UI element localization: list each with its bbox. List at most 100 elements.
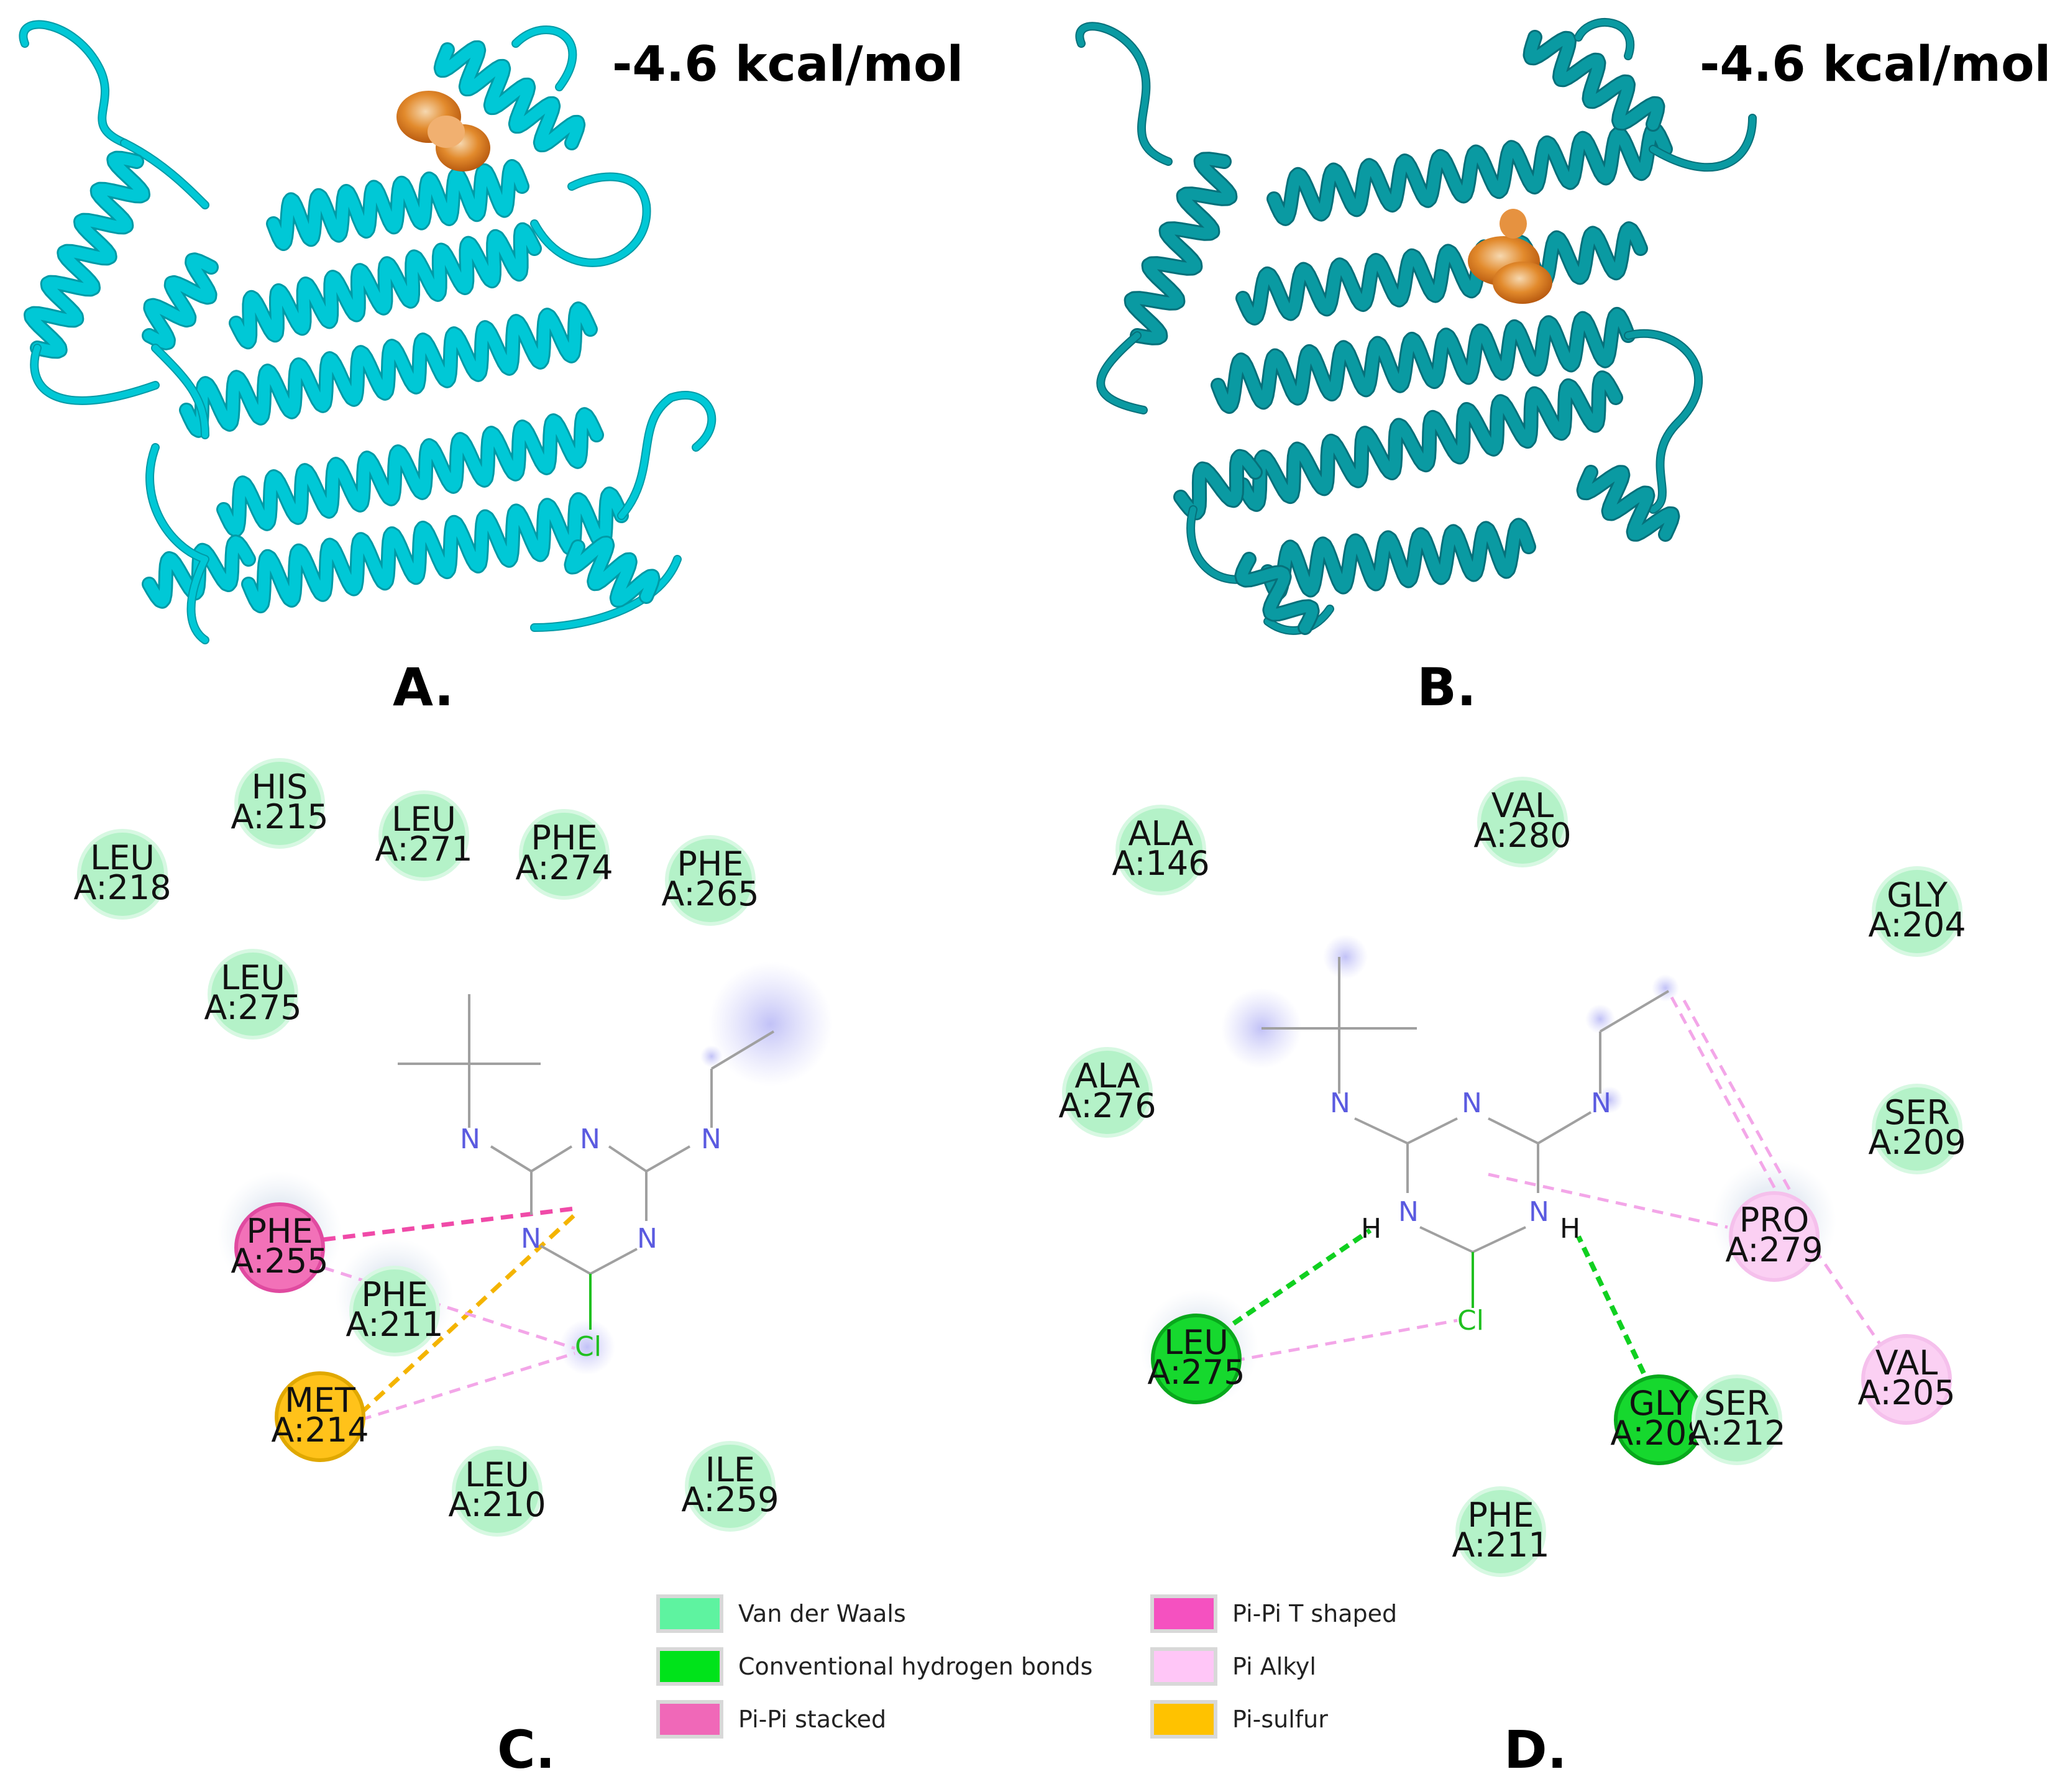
alpha-helix [1237, 223, 1646, 324]
alpha-helix [181, 303, 596, 436]
residue-name: GLY [1887, 875, 1948, 915]
legend-label: Conventional hydrogen bonds [738, 1653, 1092, 1680]
legend-swatch [1154, 1651, 1214, 1682]
chlorine-atom: Cl [1457, 1305, 1484, 1337]
coil-loop [1650, 115, 1756, 171]
ligand-surface-b [1468, 209, 1552, 304]
coil-loop [1076, 23, 1171, 165]
residue-id: A:218 [73, 868, 171, 907]
panel-a: -4.6 kcal/mol A. [19, 20, 963, 718]
residue-disc [519, 809, 610, 900]
ligand-surface-a [396, 91, 490, 171]
residue-id: A:276 [1058, 1086, 1156, 1125]
alpha-helix [1237, 372, 1621, 510]
coil-loop [19, 20, 129, 147]
residue-disc [1477, 777, 1568, 867]
residue-name: VAL [1875, 1343, 1938, 1383]
residue-name: ALA [1074, 1056, 1140, 1095]
nitrogen-atom: N [1330, 1087, 1350, 1119]
ligand-atoms-c: N N N N N Cl [460, 1123, 721, 1363]
residue-name: PRO [1739, 1200, 1810, 1240]
ligand-structure-c [398, 994, 775, 1275]
chlorine-atom: Cl [575, 1331, 602, 1363]
coil-loop [531, 173, 650, 266]
residue-id: A:214 [271, 1410, 369, 1450]
nitrogen-atom: N [637, 1223, 657, 1255]
legend-item-vdw: Van der Waals [656, 1594, 906, 1633]
legend-label: Pi-sulfur [1232, 1706, 1328, 1733]
legend-label: Pi-Pi stacked [738, 1706, 886, 1733]
alpha-helix [144, 254, 217, 349]
legend-swatch [660, 1704, 720, 1735]
hydrogen-bond-line [1232, 1228, 1372, 1326]
residue-disc [665, 835, 756, 926]
residue-name: ALA [1128, 814, 1193, 853]
pipi-stacked-line [323, 1206, 575, 1242]
residue-id: A:146 [1112, 844, 1209, 883]
ligand-glow [700, 1045, 723, 1067]
residue-disc [1692, 1374, 1782, 1465]
panel-label-b: B. [1417, 657, 1477, 718]
residue-id: A:265 [661, 874, 759, 913]
alpha-helix [1262, 519, 1534, 599]
alpha-helix [218, 409, 602, 536]
nitrogen-atom: N [1462, 1087, 1482, 1119]
nitrogen-atom: N [521, 1223, 541, 1255]
alpha-helix [1212, 308, 1634, 413]
residue-disc [275, 1371, 365, 1462]
alpha-helix [1268, 124, 1671, 224]
alpha-helix [1125, 153, 1236, 344]
residue-disc [1861, 1334, 1952, 1425]
residue-id: A:211 [1452, 1525, 1549, 1565]
binding-energy-a: -4.6 kcal/mol [612, 37, 963, 93]
legend-item-pi_sulfur: Pi-sulfur [1150, 1700, 1328, 1739]
ligand-glow [559, 1319, 615, 1375]
residue-id: A:209 [1868, 1123, 1966, 1162]
ligand-glow [1596, 1086, 1623, 1113]
alpha-helix [268, 161, 528, 249]
pi-alkyl-line [1813, 1248, 1885, 1350]
ligand-glow [1585, 1004, 1615, 1034]
nitrogen-atom: N [460, 1123, 480, 1155]
residue-name: PHE [361, 1275, 428, 1314]
legend-swatch [1154, 1598, 1214, 1629]
alpha-helix [566, 537, 659, 606]
coil-loop [1075, 22, 1173, 166]
interaction-lines-d [1232, 996, 1885, 1374]
residue-name: MET [285, 1381, 356, 1420]
coil-loop [618, 392, 715, 519]
alpha-helix [25, 152, 149, 357]
residue-id: A:279 [1725, 1230, 1823, 1269]
residue-id: A:215 [231, 797, 328, 836]
legend-label: Pi Alkyl [1232, 1653, 1316, 1680]
nitrogen-atom: N [1591, 1087, 1611, 1119]
residue-name: ILE [705, 1450, 755, 1489]
legend-swatch [1154, 1704, 1214, 1735]
residue-disc [1872, 866, 1962, 957]
coil-loop [513, 26, 576, 90]
coil-loop [121, 140, 208, 208]
legend-item-pipi_stacked: Pi-Pi stacked [656, 1700, 886, 1739]
residue-id: A:205 [1857, 1373, 1955, 1412]
residue-id: A:259 [681, 1480, 779, 1519]
pi-alkyl-line [360, 1351, 575, 1422]
binding-energy-b: -4.6 kcal/mol [1700, 37, 2047, 93]
nitrogen-atom: N [701, 1123, 721, 1155]
residue-id: A:212 [1688, 1414, 1785, 1453]
legend-item-hbond: Conventional hydrogen bonds [656, 1647, 1092, 1686]
panel-label-a: A. [393, 657, 454, 718]
panel-label-c: C. [497, 1719, 556, 1780]
pi-alkyl-line [1233, 1319, 1458, 1363]
residue-disc [1115, 805, 1206, 895]
